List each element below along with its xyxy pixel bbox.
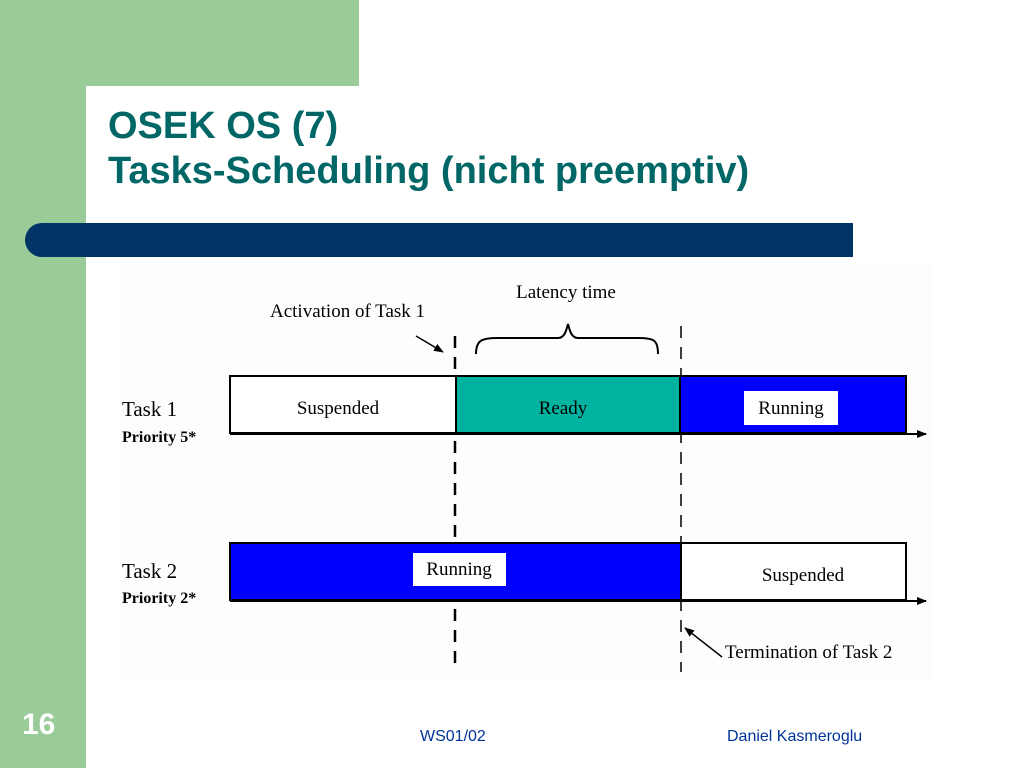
termination-arrow bbox=[684, 627, 723, 658]
activation-arrow bbox=[415, 335, 444, 353]
activation-label: Activation of Task 1 bbox=[270, 301, 425, 322]
green-side-band bbox=[0, 0, 86, 768]
title-line-2: Tasks-Scheduling (nicht preemptiv) bbox=[108, 150, 750, 192]
task2-name: Task 2 bbox=[122, 559, 177, 583]
task2-suspended-segment bbox=[680, 542, 907, 601]
footer-term: WS01/02 bbox=[420, 728, 486, 745]
task1-suspended-label: Suspended bbox=[297, 398, 380, 419]
title-line-1: OSEK OS (7) bbox=[108, 105, 339, 147]
scheduling-diagram-svg: Latency time Activation of Task 1 Task 1… bbox=[122, 282, 927, 672]
footer-author: Daniel Kasmeroglu bbox=[727, 728, 863, 745]
scheduling-diagram: Latency time Activation of Task 1 Task 1… bbox=[118, 264, 932, 682]
task1-ready-label: Ready bbox=[539, 398, 588, 419]
task2-running-label: Running bbox=[426, 559, 492, 580]
task1-ready-segment bbox=[455, 375, 681, 434]
task2-suspended-label: Suspended bbox=[762, 565, 845, 586]
task1-suspended-segment bbox=[229, 375, 457, 434]
task1-running-label-box bbox=[744, 391, 838, 425]
task2-running-label-box bbox=[413, 553, 506, 586]
slide-title: OSEK OS (7) Tasks-Scheduling (nicht pree… bbox=[108, 104, 749, 194]
latency-time-label: Latency time bbox=[516, 282, 616, 303]
task1-priority: Priority 5* bbox=[122, 429, 196, 446]
task2-priority: Priority 2* bbox=[122, 590, 196, 607]
slide-number: 16 bbox=[22, 708, 56, 741]
green-top-band bbox=[86, 0, 359, 86]
task1-running-label: Running bbox=[758, 398, 824, 419]
title-divider-bar bbox=[25, 223, 853, 257]
termination-label: Termination of Task 2 bbox=[725, 642, 892, 663]
latency-brace bbox=[475, 323, 659, 355]
task1-name: Task 1 bbox=[122, 397, 177, 421]
